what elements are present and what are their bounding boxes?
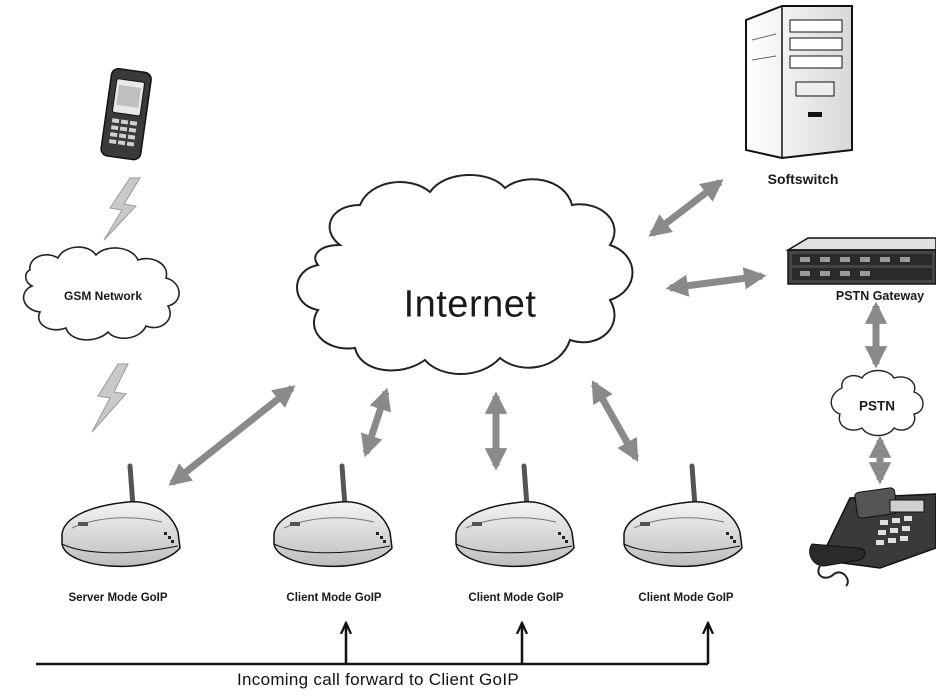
lightning-icon	[103, 177, 141, 241]
arrow-internet-gateway	[665, 267, 767, 297]
client-goip-label-1: Client Mode GoIP	[286, 592, 382, 604]
client-goip-label-3: Client Mode GoIP	[638, 592, 734, 604]
gsm-network-cloud	[22, 246, 180, 341]
goip-device-icon	[61, 463, 181, 568]
arrow-client3-internet	[590, 380, 640, 462]
gsm-network-label: GSM Network	[63, 289, 143, 303]
internet-cloud	[296, 174, 634, 375]
goip-device-icon	[273, 463, 393, 568]
incoming-call-label: Incoming call forward to Client GoIP	[237, 670, 519, 689]
arrow-server-internet	[168, 385, 296, 486]
lightning-icon	[91, 363, 129, 433]
arrow-internet-softswitch	[648, 179, 724, 237]
server-tower-icon	[745, 5, 853, 160]
goip-device-icon	[455, 463, 575, 568]
client-goip-label-2: Client Mode GoIP	[468, 592, 564, 604]
mobile-phone-icon	[100, 67, 152, 161]
pstn-cloud	[830, 369, 924, 437]
pstn-label: PSTN	[858, 398, 896, 414]
internet-label: Internet	[403, 283, 537, 326]
call-forward-lines	[36, 624, 708, 666]
rack-gateway-icon	[785, 237, 936, 285]
connection-arrows	[168, 179, 892, 486]
goip-device-icon	[623, 463, 743, 568]
softswitch-label: Softswitch	[767, 171, 839, 187]
desk-phone-icon	[809, 487, 936, 587]
arrow-client1-internet	[360, 387, 392, 458]
pstn-gateway-label: PSTN Gateway	[835, 289, 925, 303]
server-goip-label: Server Mode GoIP	[68, 592, 168, 604]
